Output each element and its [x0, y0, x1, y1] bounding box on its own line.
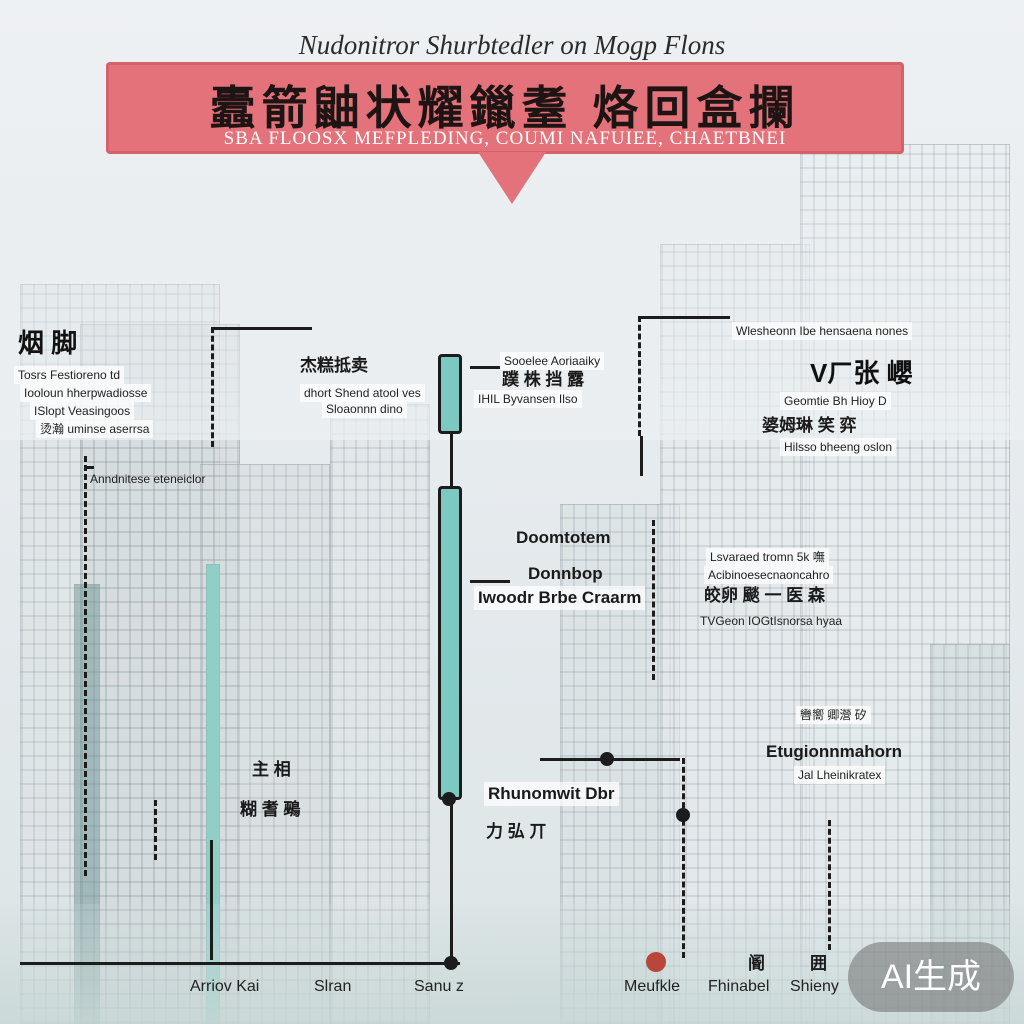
node-dot [444, 956, 458, 970]
label-right-top-line1: Wlesheonn Ibe hensaena nones [732, 322, 913, 341]
label-right-low-line1: 轡嚮 卿瀯 矽 [796, 706, 871, 725]
node-dot [442, 792, 456, 806]
label-upper-mid-line2: Sloaonnn dino [322, 400, 407, 419]
label-right-top-title: Vㄏ张 巊 [810, 358, 913, 388]
stop-label: Sanu z [414, 978, 464, 995]
connector [640, 316, 730, 319]
banner-tail [478, 152, 546, 204]
label-lower-mid-line2: 力 弘 丌 [486, 822, 547, 841]
title-banner [106, 62, 904, 154]
label-lower-mid-title: Rhunomwit Dbr [484, 782, 619, 807]
label-left-title: 烟 脚 [18, 328, 78, 358]
connector [470, 580, 510, 583]
label-left-line3: ISlopt Veasingoos [30, 402, 135, 421]
label-center-a-line1: Sooelee Aoriaaiky [500, 352, 605, 371]
stop-label: Slran [314, 978, 352, 995]
label-left-line4: 烫瀚 uminse aserrsa [36, 420, 154, 439]
connector [210, 840, 213, 960]
label-right-mid-title: 皎卵 颷 一 医 森 [704, 586, 825, 605]
label-left-line5: Anndnitese eteneiclor [90, 472, 206, 486]
page-subtitle: SBA FLOOSX MEFPLEDING, COUMI NAFUIEE, CH… [223, 128, 787, 149]
label-upper-mid-title: 杰糕抵卖 [300, 356, 368, 375]
label-left-line2: Iooloun hherpwadiosse [20, 384, 152, 403]
label-right-mid-line3: TVGeon IOGtIsnorsa hyaa [700, 614, 843, 628]
connector [211, 327, 214, 447]
baseline [20, 962, 460, 965]
page-title: 蠹箭鼬状耀鑞耋 烙回盒攔 [209, 82, 801, 134]
stop-sign: 囲 [810, 954, 827, 973]
location-pin-icon [646, 952, 666, 972]
label-lower-left-title: 主 相 [252, 760, 291, 779]
label-right-top-line3: 婆姆琳 笑 弈 [762, 416, 857, 435]
stop-label: Fhinabel [708, 978, 770, 995]
connector [640, 436, 643, 476]
label-right-mid-line2: Acibinoesecnaoncahro [704, 566, 834, 585]
central-trunk-lower [438, 486, 462, 800]
stop-label: Shieny [790, 978, 839, 995]
label-right-mid-line1: Lsvaraed tromn 5k 嘸 [706, 548, 829, 567]
label-right-top-line4: Hilsso bheeng oslon [780, 438, 897, 457]
label-right-top-line2: Geomtie Bh Hioy D [780, 392, 891, 411]
trunk-base [450, 800, 453, 960]
connector [470, 366, 500, 369]
connector [84, 456, 87, 876]
label-center-b-line2: Donnbop [528, 564, 603, 583]
stop-label: Meufkle [624, 978, 681, 995]
node-dot [600, 752, 614, 766]
connector [682, 758, 685, 958]
stop-sign: 阍 [748, 954, 765, 973]
label-center-a-title: 蹼 株 挡 露 [502, 370, 585, 389]
label-lower-left-line2: 糊 耆 鵐 [240, 800, 301, 819]
connector [212, 327, 312, 330]
label-center-b-line3: Iwoodr Brbe Craarm [474, 586, 646, 611]
central-trunk-upper [438, 354, 462, 434]
label-center-b-title: Doomtotem [516, 528, 611, 547]
trunk-stem [450, 432, 453, 488]
connector [84, 466, 94, 469]
label-left-line1: Tosrs Festioreno td [14, 366, 125, 385]
label-right-low-title: Etugionnmahorn [766, 742, 902, 761]
label-right-low-line2: Jal Lheinikratex [794, 766, 886, 785]
label-upper-mid-line1: dhort Shend atool ves [300, 384, 425, 403]
connector [154, 800, 157, 860]
header-caption: Nudonitror Shurbtedler on Mogp Flons [298, 30, 726, 60]
connector [638, 316, 641, 436]
connector [652, 520, 655, 680]
stop-label: Arriov Kai [190, 978, 260, 995]
connector [828, 820, 831, 950]
ai-generated-badge: AI生成 [848, 942, 1014, 1012]
label-center-a-line2: IHIL Byvansen Ilso [474, 390, 582, 409]
node-dot [676, 808, 690, 822]
